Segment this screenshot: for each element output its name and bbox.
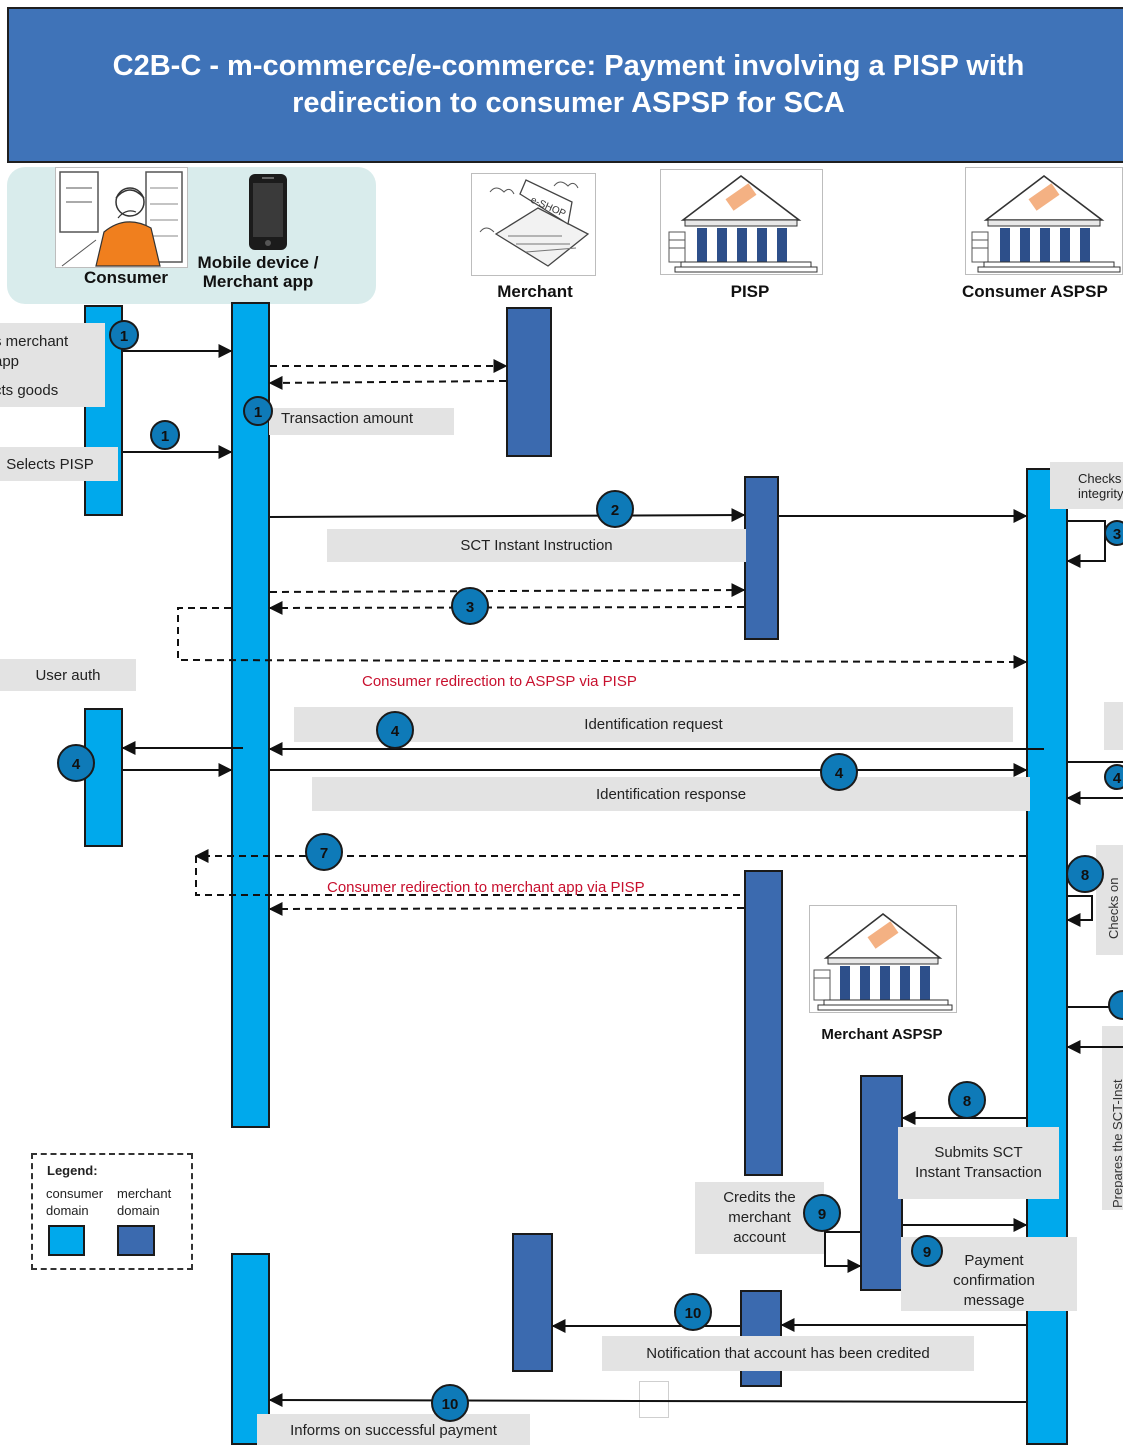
legend: Legend: consumer domain merchant domain: [31, 1153, 193, 1270]
step-badge-7: [305, 833, 343, 871]
step-label-4: 4: [72, 756, 81, 773]
step-label-10: 10: [442, 1396, 459, 1413]
step-badge-9: [911, 1235, 943, 1267]
note-informs-successful-payment: Informs on successful payment: [257, 1414, 530, 1445]
note-checks-integrity: Checks integrity: [1050, 462, 1123, 509]
dash-mobile-to-pisp: [269, 583, 746, 598]
step-label-8: 8: [1081, 867, 1089, 884]
dash-pisp-to-mobile-return: [268, 901, 745, 916]
step-label-9: 9: [923, 1244, 931, 1261]
consumer-aspsp-bank-illustration: [965, 167, 1123, 275]
step-label-4: 4: [835, 765, 844, 782]
note-prepares-sct-inst: Prepares the SCT-Inst: [1102, 1026, 1123, 1210]
pisp-bank-illustration: [660, 169, 823, 275]
step-label-3: 3: [466, 599, 474, 616]
legend-consumer-swatch: [48, 1225, 85, 1256]
empty-placeholder-box: [639, 1381, 669, 1418]
step-badge-9: [803, 1194, 841, 1232]
pisp-activation-bar: [744, 870, 783, 1176]
merchant-activation-bar: [512, 1233, 553, 1372]
step-label-8: 8: [963, 1093, 971, 1110]
step-badge-4: [57, 744, 95, 782]
mobile-activation-bar: [231, 302, 270, 1128]
step-label-7: 7: [320, 845, 328, 862]
step-label-3: 3: [1113, 526, 1121, 543]
arrow-aspsp-self-8: [1066, 895, 1093, 927]
arrow-merchant-aspsp-self: [824, 1231, 862, 1273]
step-badge-1: [243, 396, 273, 426]
dash-merchant-to-mobile: [268, 375, 507, 390]
title-bar: C2B-C - m-commerce/e-commerce: Payment i…: [7, 7, 1123, 163]
step-label-1: 1: [254, 404, 262, 421]
redirect-to-merchant-app-label: Consumer redirection to merchant app via…: [327, 879, 645, 896]
note-edge-box: [1104, 702, 1123, 750]
note-opens-merchant-app: s merchant app cts goods: [0, 323, 105, 407]
note-credits-merchant-account: Credits the merchant account: [695, 1182, 824, 1254]
step-badge-10: [674, 1293, 712, 1331]
dash-redirect-to-aspsp: [177, 607, 1028, 669]
note-submits-sct-instant: Submits SCT Instant Transaction: [898, 1127, 1059, 1199]
note-identification-response: Identification response: [312, 777, 1030, 811]
actor-consumer-aspsp: Consumer ASPSP: [962, 282, 1108, 301]
step-badge-3: [1104, 520, 1123, 546]
merchant-aspsp-bank-illustration: [809, 905, 957, 1013]
actor-mobile-merchant-app: Mobile device / Merchant app: [197, 253, 319, 291]
note-identification-request: Identification request: [294, 707, 1013, 742]
step-badge-4: [376, 711, 414, 749]
arrow-aspsp-self-3: [1066, 520, 1106, 568]
redirect-to-aspsp-label: Consumer redirection to ASPSP via PISP: [362, 673, 637, 690]
merchant-activation-bar: [506, 307, 552, 457]
step-badge-4: [1104, 764, 1123, 790]
legend-merchant-label: merchant domain: [117, 1186, 172, 1218]
dash-pisp-to-mobile: [268, 600, 745, 615]
step-label-1: 1: [120, 328, 128, 345]
legend-merchant-swatch: [117, 1225, 155, 1256]
consumer-activation-bar: [84, 708, 123, 847]
eshop-illustration: e-SHOP: [471, 173, 596, 276]
actor-pisp: PISP: [730, 282, 770, 301]
pisp-activation-bar: [744, 476, 779, 640]
dash-redirect-to-merchant: [195, 856, 744, 896]
consumer-illustration: [55, 167, 188, 268]
actor-merchant-aspsp: Merchant ASPSP: [821, 1026, 943, 1043]
mobile-activation-bar: [231, 1253, 270, 1445]
step-badge-3: [451, 587, 489, 625]
step-badge-2: [596, 490, 634, 528]
note-sct-instant-instruction: SCT Instant Instruction: [327, 529, 746, 562]
diagram-title: C2B-C - m-commerce/e-commerce: Payment i…: [112, 50, 1025, 119]
actor-merchant: Merchant: [497, 282, 573, 301]
mobile-device-icon: [248, 173, 288, 251]
note-transaction-amount: Transaction amount: [269, 408, 454, 435]
step-label-4: 4: [391, 723, 400, 740]
step-badge-1: [150, 420, 180, 450]
actor-consumer: Consumer: [83, 268, 169, 287]
legend-consumer-label: consumer domain: [46, 1186, 104, 1218]
step-badge-4: [820, 753, 858, 791]
note-notification-credited: Notification that account has been credi…: [602, 1336, 974, 1371]
note-selects-pisp: Selects PISP: [0, 447, 118, 481]
step-badge-1: [109, 320, 139, 350]
step-label-9: 9: [818, 1206, 826, 1223]
step-badge-8: [1066, 855, 1104, 893]
step-badge-10: [431, 1384, 469, 1422]
step-badge-edge: [1108, 990, 1123, 1020]
arrow-aspsp-to-mobile-10: [268, 1393, 1027, 1408]
step-label-10: 10: [685, 1305, 702, 1322]
step-label-1: 1: [161, 428, 169, 445]
step-badge-8: [948, 1081, 986, 1119]
step-label-4: 4: [1113, 770, 1122, 787]
legend-title: Legend:: [47, 1163, 98, 1178]
step-label-2: 2: [611, 502, 619, 519]
note-user-auth: User auth: [0, 659, 136, 691]
arrow-mobile-to-pisp: [269, 508, 746, 523]
